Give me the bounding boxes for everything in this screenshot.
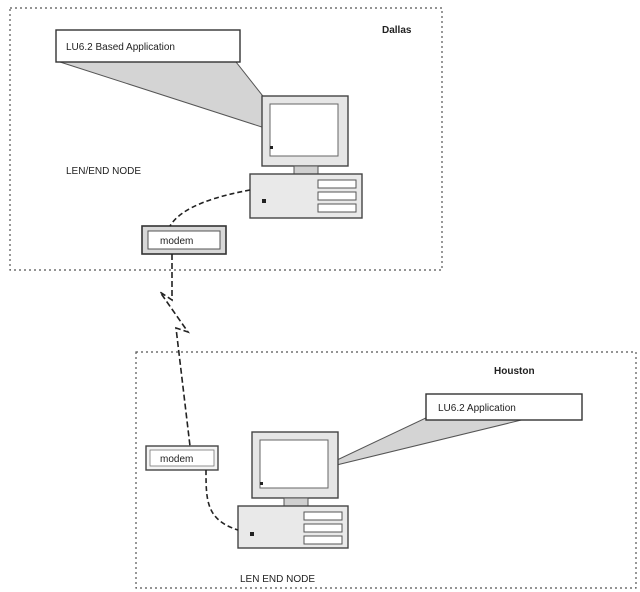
wan-link-zigzag (160, 254, 190, 446)
top-monitor-screen (270, 104, 338, 156)
top-callout-text: LU6.2 Based Application (66, 42, 175, 53)
top-modem-label: modem (160, 236, 193, 247)
top-modem: modem (142, 226, 226, 254)
bottom-site-location-label: Houston (494, 366, 535, 377)
top-node-label: LEN/END NODE (66, 166, 141, 177)
bottom-monitor-screen (260, 440, 328, 488)
bottom-monitor-stand (284, 498, 308, 506)
top-cable (170, 190, 250, 226)
top-monitor-stand (294, 166, 318, 174)
bottom-modem: modem (146, 446, 218, 470)
top-computer (250, 96, 362, 218)
top-site-location-label: Dallas (382, 25, 412, 36)
bottom-modem-label: modem (160, 454, 193, 465)
top-callout-pointer (60, 62, 296, 138)
bottom-node-label: LEN END NODE (240, 574, 315, 585)
bottom-cable (206, 470, 238, 530)
bottom-callout-text: LU6.2 Application (438, 403, 516, 414)
bottom-callout-pointer (316, 416, 538, 470)
bottom-computer (238, 432, 348, 548)
